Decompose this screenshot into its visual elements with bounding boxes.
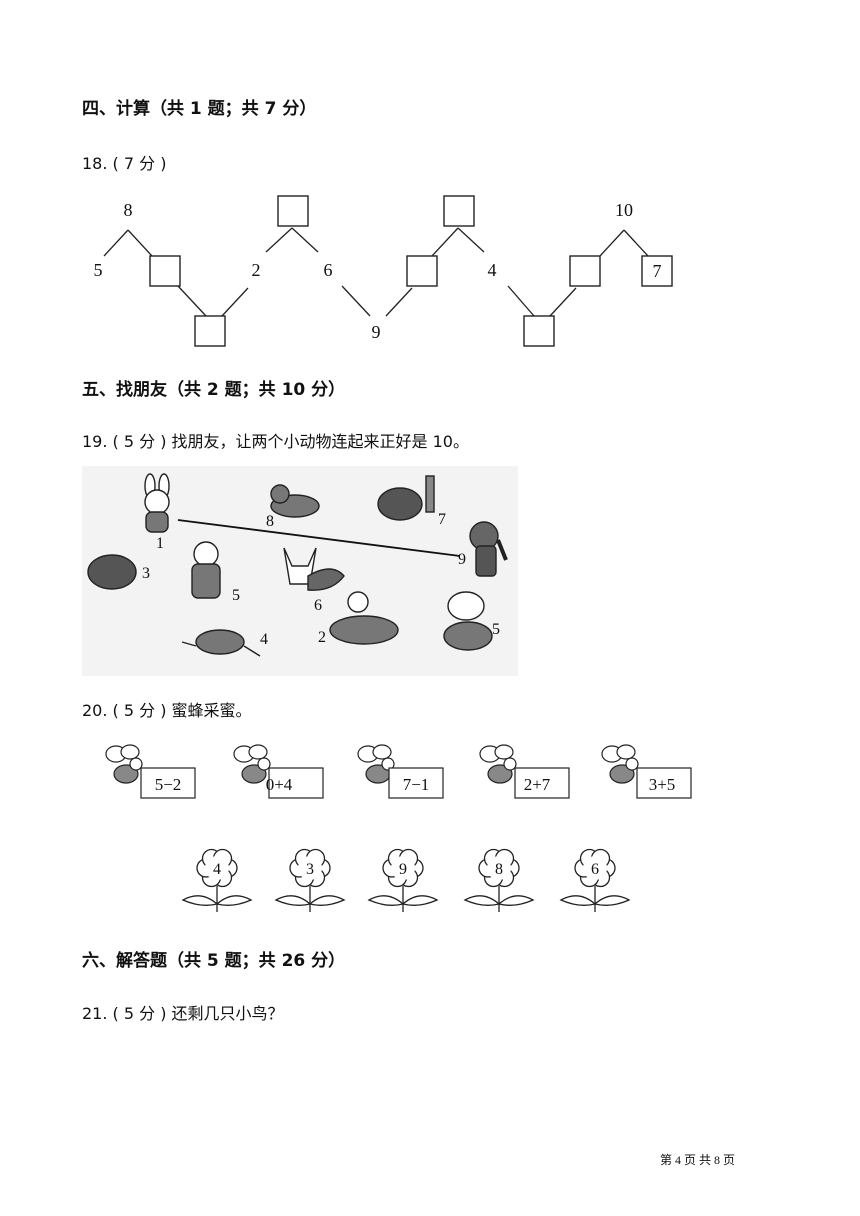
top-number-10: 10 [615,200,633,220]
rabbit-number: 1 [156,535,164,552]
flower-icon [559,848,630,912]
bee-expression-1: 5−2 [155,775,182,794]
dog-icon [270,484,320,518]
bee-icon [105,744,143,784]
elephant-icon [469,521,508,577]
hippo-icon [443,591,493,651]
deer-number: 2 [318,629,326,646]
flower-icon [463,848,535,912]
bee-icon [233,744,271,784]
bear-number: 5 [232,587,240,604]
side-number-5: 5 [94,260,103,280]
bee-expression-3: 7−1 [403,775,430,794]
deer-icon [329,591,399,645]
pig-number: 3 [142,565,150,582]
bee-icon [357,744,395,784]
side-number-2: 2 [252,260,261,280]
bee-expression-4: 2+7 [524,775,551,794]
bee-expression-2: 0+4 [266,775,293,794]
fox-number: 6 [314,597,322,614]
flower-icon [181,848,253,912]
top-number-8: 8 [124,200,133,220]
section-title-4: 四、计算（共 1 题；共 7 分） [82,99,317,119]
number-split-diagram: 8 10 5 2 6 4 7 9 [94,195,673,347]
side-number-6: 6 [324,260,333,280]
flower-number-4: 8 [495,861,503,878]
expression-box [514,767,570,799]
expression-box [140,767,196,799]
bee-expression-5: 3+5 [649,775,676,794]
frog-icon [181,629,261,657]
flower-number-1: 4 [213,861,221,878]
bear-icon [191,541,221,599]
section-title-5: 五、找朋友（共 2 题；共 10 分） [82,380,346,400]
expression-box [388,767,444,799]
bottom-number-9: 9 [372,322,381,342]
bee-icon [479,744,517,784]
page-number: 第 4 页 共 8 页 [660,1153,736,1167]
hippo-number: 5 [492,621,500,638]
cat-icon [377,475,435,521]
bee-icon [601,744,639,784]
flower-number-3: 9 [399,861,407,878]
question-18-label: 18. ( 7 分 ) [82,154,167,173]
bees-row: 5−2 0+4 7−1 2+7 3+5 [105,744,692,799]
expression-box [268,767,324,799]
rabbit-icon [144,473,170,533]
side-number-4: 4 [488,260,497,280]
frog-number: 4 [260,631,268,648]
flower-icon [367,848,439,912]
match-line-rabbit-elephant [177,519,461,557]
flowers-row: 4 3 9 8 6 [181,848,630,912]
dog-number: 8 [266,513,274,530]
flower-number-5: 6 [591,861,599,878]
flower-icon [274,848,346,912]
pig-icon [87,554,137,590]
question-20-label: 20. ( 5 分 ) 蜜蜂采蜜。 [82,701,252,720]
boxed-number-7: 7 [653,261,662,281]
expression-box [636,767,692,799]
elephant-number: 9 [458,551,466,568]
fox-icon [283,547,345,591]
question-21-label: 21. ( 5 分 ) 还剩几只小鸟？ [82,1004,284,1023]
flower-number-2: 3 [306,861,314,878]
cat-number: 7 [438,511,446,528]
animal-matching-picture: 1 8 7 9 3 5 6 2 5 4 [82,466,518,676]
question-19-label: 19. ( 5 分 ) 找朋友，让两个小动物连起来正好是 10。 [82,432,469,451]
section-title-6: 六、解答题（共 5 题；共 26 分） [82,951,346,971]
